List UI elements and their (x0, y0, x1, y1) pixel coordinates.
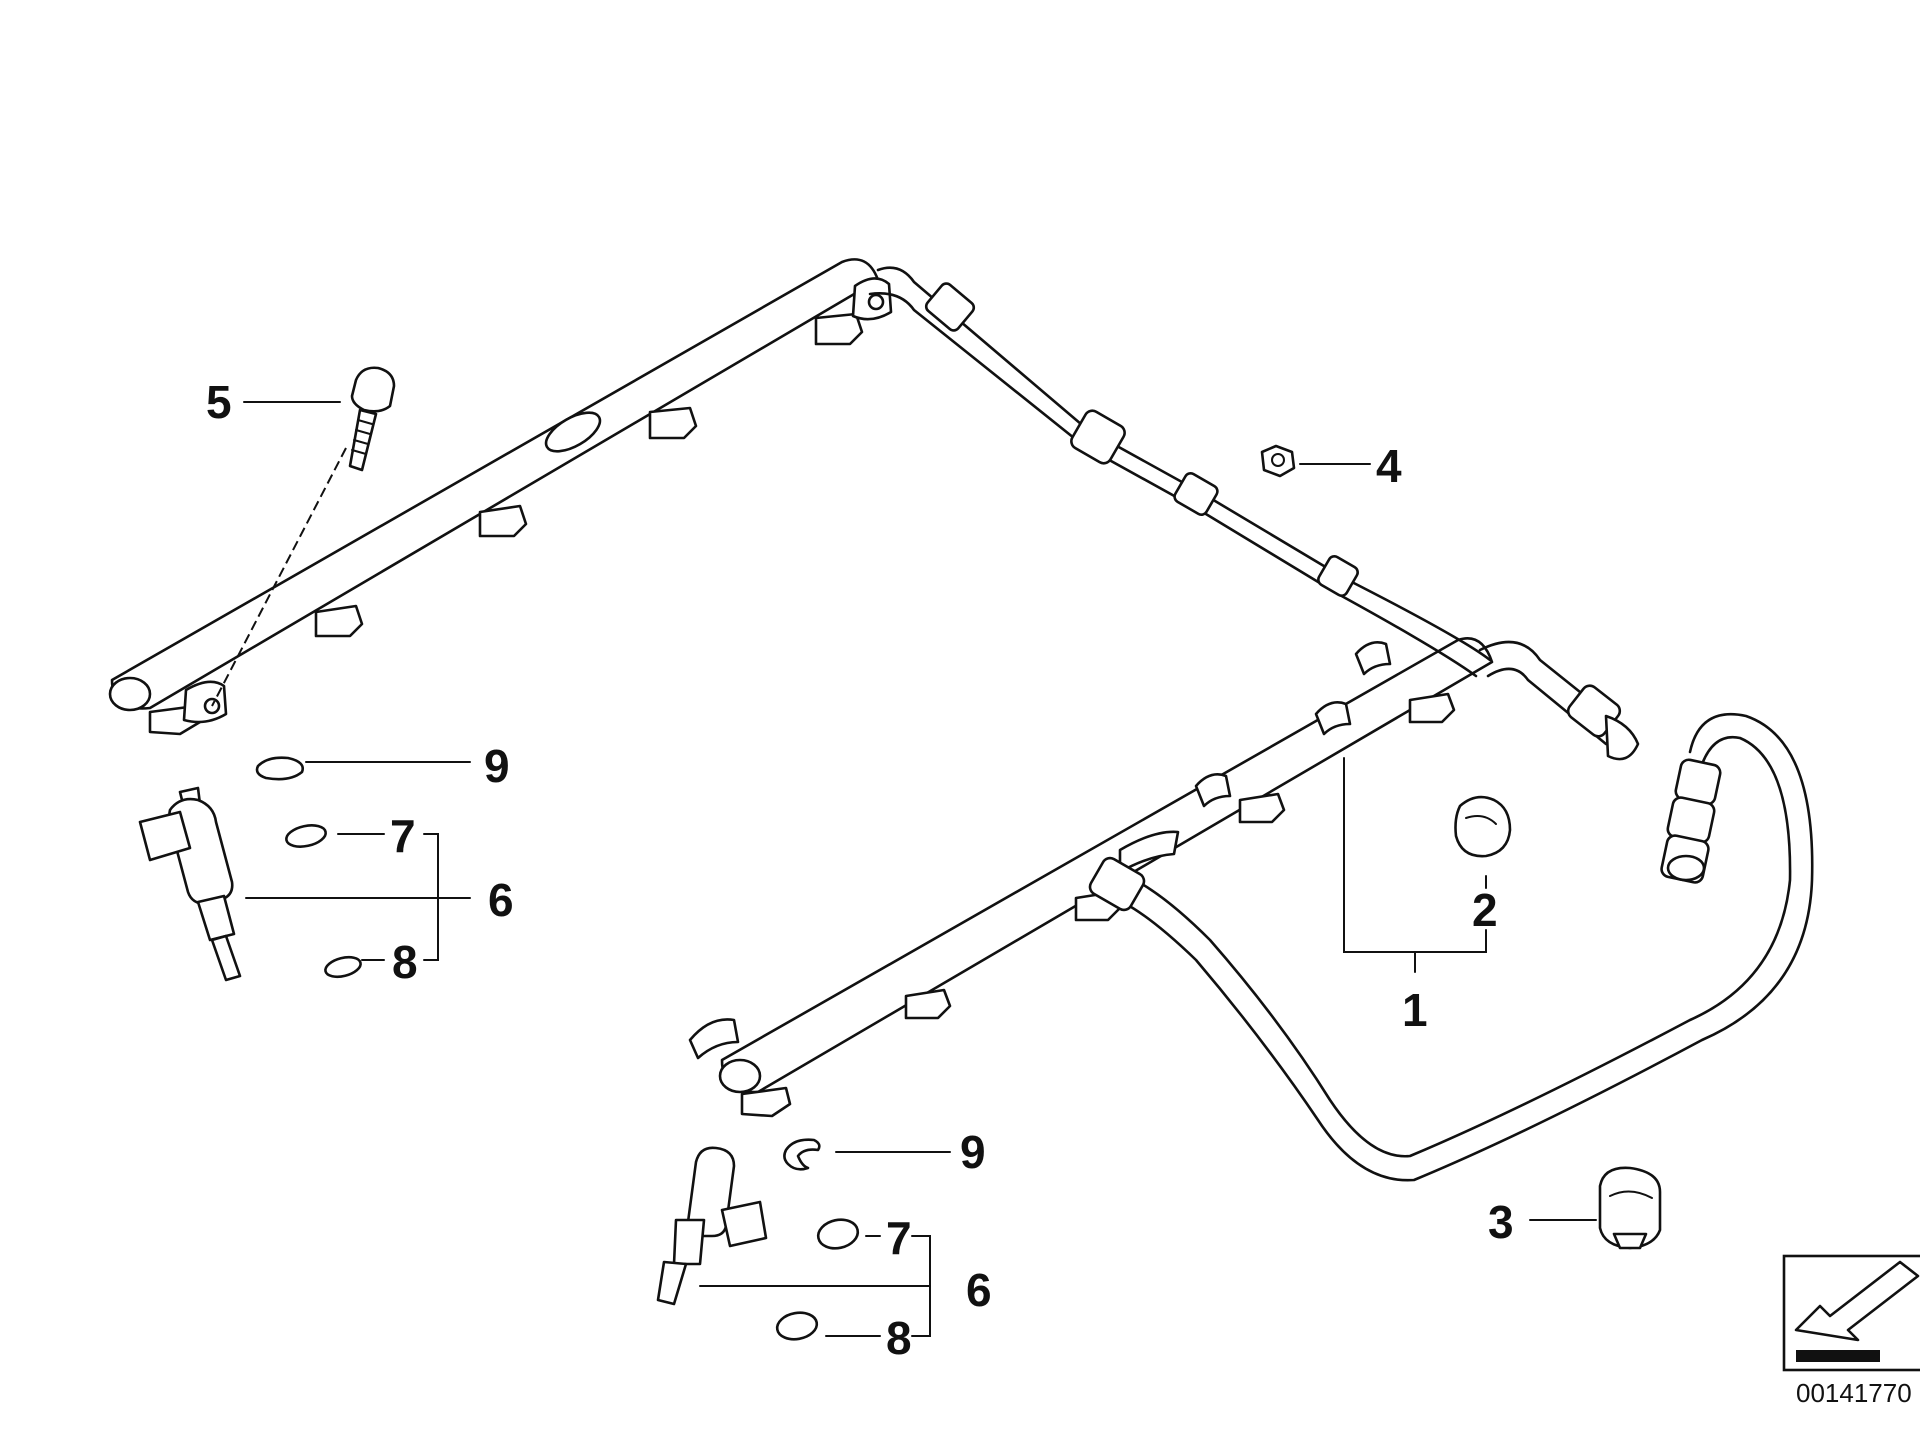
clip-bottom-part-9[interactable] (783, 1138, 821, 1171)
orientation-arrow-icon (1782, 1254, 1920, 1372)
leader-lines (243, 401, 1597, 1337)
clip-left-part-9[interactable] (255, 756, 304, 781)
fuel-rail-left[interactable] (108, 258, 893, 736)
bolt-part-5[interactable] (348, 366, 396, 472)
callout-8-left: 8 (392, 936, 418, 988)
fuel-injector-left[interactable] (138, 786, 242, 982)
callout-6-bottom: 6 (966, 1264, 992, 1316)
o-ring-bottom-part-7[interactable] (816, 1216, 861, 1252)
callout-9-left: 9 (484, 740, 510, 792)
callout-4: 4 (1376, 440, 1402, 492)
callout-7-left: 7 (390, 810, 416, 862)
fuel-injector-bottom[interactable] (656, 1146, 768, 1306)
fuel-feed-hose[interactable] (1087, 712, 1814, 1182)
hose-clip-part-2[interactable] (1454, 795, 1512, 858)
drawing-number: 00141770 (1796, 1378, 1912, 1408)
o-ring-bottom-part-8[interactable] (775, 1310, 819, 1343)
callout-2: 2 (1472, 884, 1498, 936)
hose-clip-part-3[interactable] (1598, 1166, 1662, 1250)
bolt-5-to-rail-leader (211, 447, 347, 707)
hex-nut-part-4[interactable] (1260, 444, 1296, 478)
callout-1: 1 (1402, 984, 1428, 1036)
o-ring-left-part-8[interactable] (323, 954, 362, 980)
callout-8-bottom: 8 (886, 1312, 912, 1364)
callout-3: 3 (1488, 1196, 1514, 1248)
crossover-fuel-line[interactable] (868, 266, 1640, 761)
callout-6-left: 6 (488, 874, 514, 926)
fuel-rail-right[interactable] (688, 637, 1494, 1118)
callout-7-bottom: 7 (886, 1212, 912, 1264)
callout-9-bottom: 9 (960, 1126, 986, 1178)
o-ring-left-part-7[interactable] (284, 822, 327, 850)
callout-5: 5 (206, 376, 232, 428)
